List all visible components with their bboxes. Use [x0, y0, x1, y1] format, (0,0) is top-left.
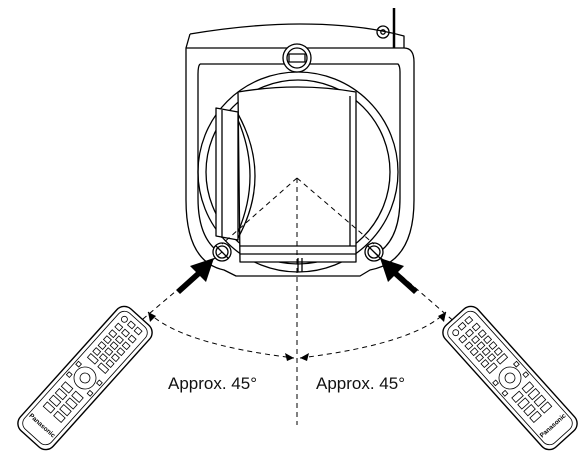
angle-right-label: Approx. 45° [316, 374, 406, 393]
arc-arrowheads [148, 312, 446, 361]
right-remote-control: Panasonic [442, 305, 578, 451]
camera-body [185, 8, 415, 277]
angle-left-label: Approx. 45° [168, 374, 258, 393]
left-pointer-arrow [176, 258, 214, 294]
right-pointer-arrow [380, 258, 418, 294]
left-remote-control: Panasonic [17, 305, 153, 451]
